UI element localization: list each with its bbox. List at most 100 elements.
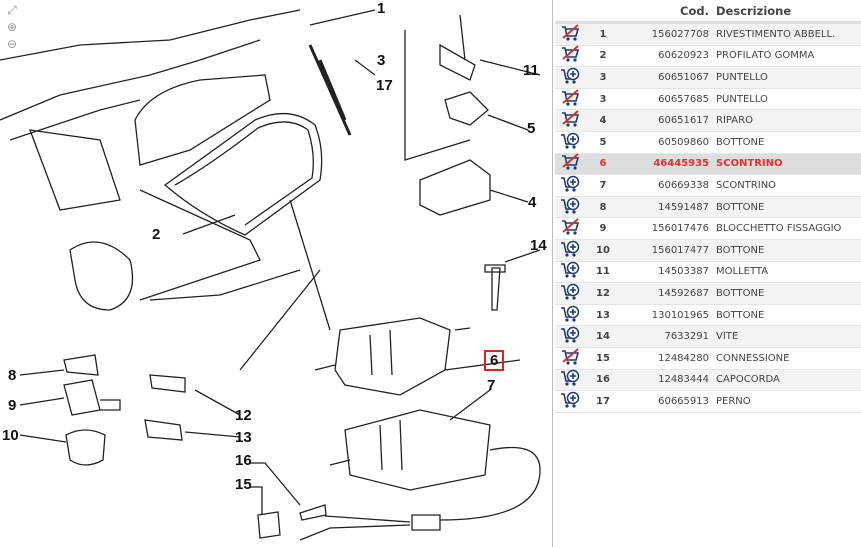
- callout-3[interactable]: 3: [377, 52, 386, 69]
- part-description: BOTTONE: [716, 136, 765, 148]
- part-number: 16: [596, 374, 610, 386]
- add-to-cart-icon[interactable]: [555, 175, 585, 196]
- part-description: BOTTONE: [716, 201, 765, 213]
- add-to-cart-icon[interactable]: [555, 326, 585, 347]
- cart-unavailable-icon: [555, 45, 585, 66]
- add-to-cart-icon[interactable]: [555, 240, 585, 261]
- part-number: 11: [596, 266, 610, 278]
- table-row[interactable]: 11 14503387 MOLLETTA: [555, 262, 861, 284]
- table-row[interactable]: 15 12484280 CONNESSIONE: [555, 347, 861, 370]
- part-description: BOTTONE: [716, 309, 765, 321]
- part-number: 5: [599, 136, 607, 148]
- table-row[interactable]: 14 7633291 VITE: [555, 326, 861, 348]
- table-row[interactable]: 10 156017477 BOTTONE: [555, 239, 861, 262]
- part-description: RIVESTIMENTO ABBELL.: [716, 28, 836, 40]
- part-number: 15: [596, 352, 610, 364]
- callout-15[interactable]: 15: [235, 476, 252, 493]
- part-description: SCONTRINO: [716, 158, 783, 170]
- callout-13[interactable]: 13: [235, 429, 252, 446]
- part-number: 3: [599, 93, 607, 105]
- add-to-cart-icon[interactable]: [555, 369, 585, 390]
- table-row[interactable]: 4 60651617 RIPARO: [555, 110, 861, 132]
- cart-unavailable-icon: [555, 347, 585, 369]
- add-to-cart-icon[interactable]: [555, 283, 585, 304]
- add-to-cart-icon[interactable]: [555, 391, 585, 412]
- add-to-cart-icon[interactable]: [555, 305, 585, 326]
- zoom-in-icon[interactable]: ⊕: [6, 20, 18, 34]
- part-description: PUNTELLO: [716, 71, 768, 83]
- table-row[interactable]: 12 14592687 BOTTONE: [555, 283, 861, 305]
- callout-9[interactable]: 9: [8, 397, 17, 414]
- part-code: 60669338: [658, 179, 709, 191]
- callout-11[interactable]: 11: [523, 62, 539, 79]
- add-to-cart-icon[interactable]: [555, 261, 585, 282]
- fit-screen-icon[interactable]: ⤢: [7, 3, 17, 17]
- part-description: MOLLETTA: [716, 266, 769, 278]
- part-description: CONNESSIONE: [716, 352, 790, 364]
- callout-2[interactable]: 2: [152, 226, 161, 243]
- cart-unavailable-icon: [555, 153, 585, 174]
- part-description: CAPOCORDA: [716, 374, 780, 386]
- part-description: PROFILATO GOMMA: [716, 50, 815, 62]
- callout-12[interactable]: 12: [235, 407, 252, 424]
- part-code: 60620923: [658, 50, 709, 62]
- part-description: VITE: [716, 331, 739, 343]
- header-code: Cod.: [680, 3, 709, 18]
- table-row[interactable]: 13 130101965 BOTTONE: [555, 305, 861, 327]
- part-code: 130101965: [651, 309, 709, 321]
- callout-1[interactable]: 1: [377, 0, 386, 17]
- part-number: 2: [599, 50, 607, 62]
- add-to-cart-icon[interactable]: [555, 132, 585, 153]
- part-number: 13: [596, 309, 610, 321]
- add-to-cart-icon[interactable]: [555, 197, 585, 218]
- part-code: 156017476: [651, 223, 709, 235]
- table-row[interactable]: 16 12483444 CAPOCORDA: [555, 369, 861, 392]
- callout-8[interactable]: 8: [8, 367, 17, 384]
- callout-4[interactable]: 4: [528, 194, 537, 211]
- parts-table: Cod. Descrizione 1 156027708 RIVESTIMENT…: [555, 0, 861, 547]
- cart-unavailable-icon: [555, 88, 585, 110]
- part-code: 7633291: [664, 331, 709, 343]
- add-to-cart-icon[interactable]: [555, 67, 585, 88]
- table-row[interactable]: 3 60657685 PUNTELLO: [555, 88, 861, 111]
- part-code: 60657685: [658, 93, 709, 105]
- callout-5[interactable]: 5: [527, 120, 536, 137]
- table-row[interactable]: 7 60669338 SCONTRINO: [555, 175, 861, 197]
- table-row[interactable]: 17 60665913 PERNO: [555, 391, 861, 413]
- cart-unavailable-icon: [555, 24, 585, 45]
- part-number: 10: [596, 244, 610, 256]
- callout-10[interactable]: 10: [2, 427, 19, 444]
- zoom-out-icon[interactable]: ⊖: [6, 37, 18, 51]
- part-code: 14592687: [658, 287, 709, 299]
- table-row[interactable]: 5 60509860 BOTTONE: [555, 132, 861, 154]
- exploded-diagram[interactable]: ⤢ ⊕ ⊖ 1 3 17 11 5 4 2 14 6 7 8 9 10 12 1…: [0, 0, 553, 547]
- part-code: 60665913: [658, 395, 709, 407]
- part-number: 8: [599, 201, 607, 213]
- part-number: 4: [599, 115, 607, 127]
- table-row[interactable]: 9 156017476 BLOCCHETTO FISSAGGIO: [555, 218, 861, 240]
- table-row[interactable]: 1 156027708 RIVESTIMENTO ABBELL.: [555, 24, 861, 46]
- callout-6-selected[interactable]: 6: [484, 350, 505, 371]
- table-header: Cod. Descrizione: [555, 0, 861, 24]
- header-description: Descrizione: [716, 3, 792, 18]
- part-code: 60651067: [658, 71, 709, 83]
- table-row[interactable]: 3 60651067 PUNTELLO: [555, 67, 861, 89]
- part-code: 12484280: [658, 352, 709, 364]
- cart-unavailable-icon: [555, 110, 585, 131]
- part-number: 9: [599, 223, 607, 235]
- table-row[interactable]: 6 46445935 SCONTRINO: [555, 153, 861, 176]
- part-code: 12483444: [658, 374, 709, 386]
- part-number: 3: [599, 71, 607, 83]
- table-row[interactable]: 8 14591487 BOTTONE: [555, 196, 861, 219]
- callout-7[interactable]: 7: [487, 377, 496, 394]
- part-code: 14503387: [658, 266, 709, 278]
- callout-14[interactable]: 14: [530, 237, 547, 254]
- part-code: 60509860: [658, 136, 709, 148]
- part-number: 17: [596, 395, 610, 407]
- part-description: BOTTONE: [716, 287, 765, 299]
- callout-16[interactable]: 16: [235, 452, 252, 469]
- part-description: RIPARO: [716, 115, 753, 127]
- table-row[interactable]: 2 60620923 PROFILATO GOMMA: [555, 45, 861, 68]
- callout-17[interactable]: 17: [376, 77, 393, 94]
- part-description: BLOCCHETTO FISSAGGIO: [716, 223, 842, 235]
